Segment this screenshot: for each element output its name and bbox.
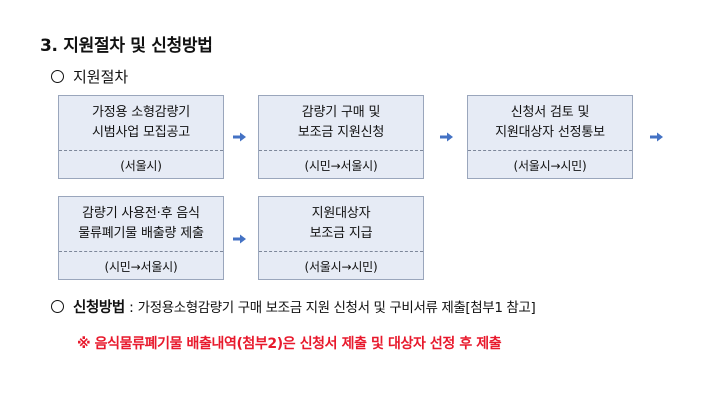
step-4-description: 감량기 사용전·후 음식 물류폐기물 배출량 제출 bbox=[59, 197, 223, 251]
step-box-2: 감량기 구매 및 보조금 지원신청 (시민→서울시) bbox=[258, 95, 424, 179]
step-2-line1: 감량기 구매 및 bbox=[301, 105, 381, 120]
step-1-line1: 가정용 소형감량기 bbox=[91, 105, 190, 120]
step-1-description: 가정용 소형감량기 시범사업 모집공고 bbox=[59, 96, 223, 150]
step-5-line1: 지원대상자 bbox=[311, 206, 371, 221]
step-5-description: 지원대상자 보조금 지급 bbox=[259, 197, 423, 251]
step-3-description: 신청서 검토 및 지원대상자 선정통보 bbox=[468, 96, 632, 150]
step-4-actor: (시민→서울시) bbox=[104, 259, 178, 274]
step-3-line2: 지원대상자 선정통보 bbox=[495, 125, 605, 140]
circle-bullet-icon bbox=[51, 70, 64, 83]
arrow-right-icon bbox=[440, 132, 453, 142]
circle-bullet-icon bbox=[51, 300, 64, 313]
step-2-line2: 보조금 지원신청 bbox=[297, 125, 385, 140]
step-1-actor: (서울시) bbox=[120, 158, 162, 173]
notice-text: ※ 음식물류폐기물 배출내역(첨부2)은 신청서 제출 및 대상자 선정 후 제… bbox=[77, 336, 502, 352]
step-2-description: 감량기 구매 및 보조금 지원신청 bbox=[259, 96, 423, 150]
arrow-right-icon bbox=[650, 132, 663, 142]
step-5-actor: (서울시→시민) bbox=[304, 259, 378, 274]
step-3-actor: (서울시→시민) bbox=[513, 158, 587, 173]
procedure-heading: 지원절차 bbox=[51, 66, 128, 87]
step-box-1: 가정용 소형감량기 시범사업 모집공고 (서울시) bbox=[58, 95, 224, 179]
arrow-right-icon bbox=[233, 234, 246, 244]
method-detail: 가정용소형감량기 구매 보조금 지원 신청서 및 구비서류 제출[첨부1 참고] bbox=[137, 300, 536, 316]
step-4-line2: 물류폐기물 배출량 제출 bbox=[78, 226, 204, 241]
arrow-right-icon bbox=[233, 132, 246, 142]
step-3-divider bbox=[468, 150, 632, 151]
step-5-divider bbox=[259, 251, 423, 252]
step-box-5: 지원대상자 보조금 지급 (서울시→시민) bbox=[258, 196, 424, 280]
step-box-3: 신청서 검토 및 지원대상자 선정통보 (서울시→시민) bbox=[467, 95, 633, 179]
step-box-4: 감량기 사용전·후 음식 물류폐기물 배출량 제출 (시민→서울시) bbox=[58, 196, 224, 280]
step-3-line1: 신청서 검토 및 bbox=[510, 105, 590, 120]
section-title: 3. 지원절차 및 신청방법 bbox=[40, 36, 213, 56]
step-4-line1: 감량기 사용전·후 음식 bbox=[82, 206, 200, 221]
step-4-divider bbox=[59, 251, 223, 252]
procedure-heading-label: 지원절차 bbox=[73, 68, 129, 86]
step-2-actor: (시민→서울시) bbox=[304, 158, 378, 173]
method-label: 신청방법 bbox=[73, 300, 125, 316]
step-5-line2: 보조금 지급 bbox=[309, 226, 373, 241]
step-2-divider bbox=[259, 150, 423, 151]
application-method: 신청방법 : 가정용소형감량기 구매 보조금 지원 신청서 및 구비서류 제출[… bbox=[51, 296, 536, 317]
method-separator: : bbox=[124, 300, 138, 316]
step-1-divider bbox=[59, 150, 223, 151]
step-1-line2: 시범사업 모집공고 bbox=[91, 125, 190, 140]
